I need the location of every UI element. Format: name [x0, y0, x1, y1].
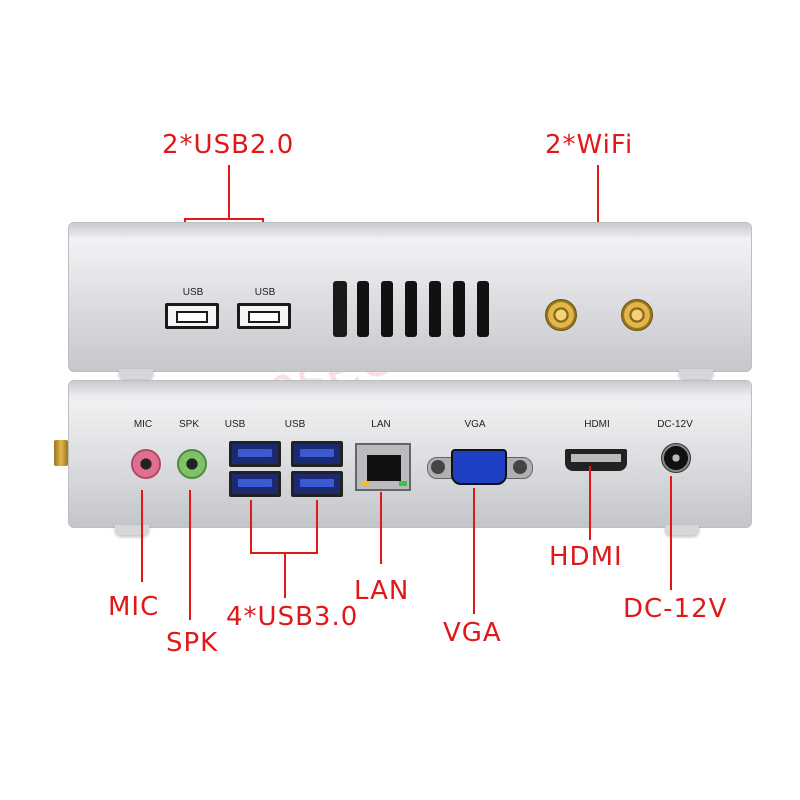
callout-lan: LAN [354, 576, 410, 606]
vent-slot [405, 281, 417, 337]
bottom-unit-chassis: MIC SPK USB USB LAN VGA HDMI DC-12V [68, 380, 752, 535]
leader-lan [380, 492, 382, 564]
leader-usb3-left [250, 500, 252, 552]
usb3-port [291, 471, 343, 497]
callout-hdmi: HDMI [549, 542, 623, 572]
rubber-foot [679, 369, 713, 379]
leader-dc [670, 476, 672, 590]
leader-mic [141, 490, 143, 582]
vent-slot [333, 281, 347, 337]
usb2-port-right [237, 303, 291, 329]
side-antenna-stub [54, 440, 68, 466]
spk-jack [177, 449, 207, 479]
leader-hdmi [589, 466, 591, 540]
leader-spk [189, 490, 191, 620]
callout-wifi: 2*WiFi [545, 130, 634, 160]
bottom-unit-rim [69, 381, 751, 395]
usb3-port [291, 441, 343, 467]
callout-spk: SPK [166, 628, 219, 658]
wifi-antenna-connector-left [545, 299, 577, 331]
usb3-label-left: USB [224, 419, 246, 430]
vga-port [427, 449, 533, 485]
rubber-foot [119, 369, 153, 379]
vent-slot [381, 281, 393, 337]
usb3-port [229, 471, 281, 497]
vga-port-label: VGA [464, 419, 486, 430]
spk-port-label: SPK [178, 419, 199, 430]
callout-mic: MIC [108, 592, 160, 622]
leader-wifi [597, 165, 599, 225]
hdmi-port-label: HDMI [584, 419, 610, 430]
vent-slot [477, 281, 489, 337]
wifi-antenna-connector-right [621, 299, 653, 331]
hdmi-port [565, 449, 627, 471]
top-unit-rim [69, 223, 751, 237]
mic-jack [131, 449, 161, 479]
leader-usb2 [228, 165, 230, 220]
rubber-foot [665, 525, 699, 535]
lan-port-label: LAN [371, 419, 391, 430]
leader-usb2-bar [184, 218, 264, 220]
usb-label-top-right: USB [254, 287, 276, 298]
leader-vga [473, 488, 475, 614]
mic-port-label: MIC [133, 419, 153, 430]
usb-label-top-left: USB [182, 287, 204, 298]
dc-power-jack [661, 443, 691, 473]
dc-port-label: DC-12V [657, 419, 693, 430]
leader-usb3-stem [284, 552, 286, 598]
usb2-port-left [165, 303, 219, 329]
vent-slot [357, 281, 369, 337]
callout-usb2: 2*USB2.0 [162, 130, 295, 160]
usb3-port [229, 441, 281, 467]
leader-usb3-right [316, 500, 318, 552]
usb3-label-right: USB [284, 419, 306, 430]
callout-usb3: 4*USB3.0 [226, 602, 359, 632]
callout-vga: VGA [443, 618, 502, 648]
vent-slot [453, 281, 465, 337]
lan-port [355, 443, 411, 491]
top-unit-chassis: USB USB [68, 222, 752, 379]
vent-slot [429, 281, 441, 337]
callout-dc: DC-12V [623, 594, 728, 624]
rubber-foot [115, 525, 149, 535]
